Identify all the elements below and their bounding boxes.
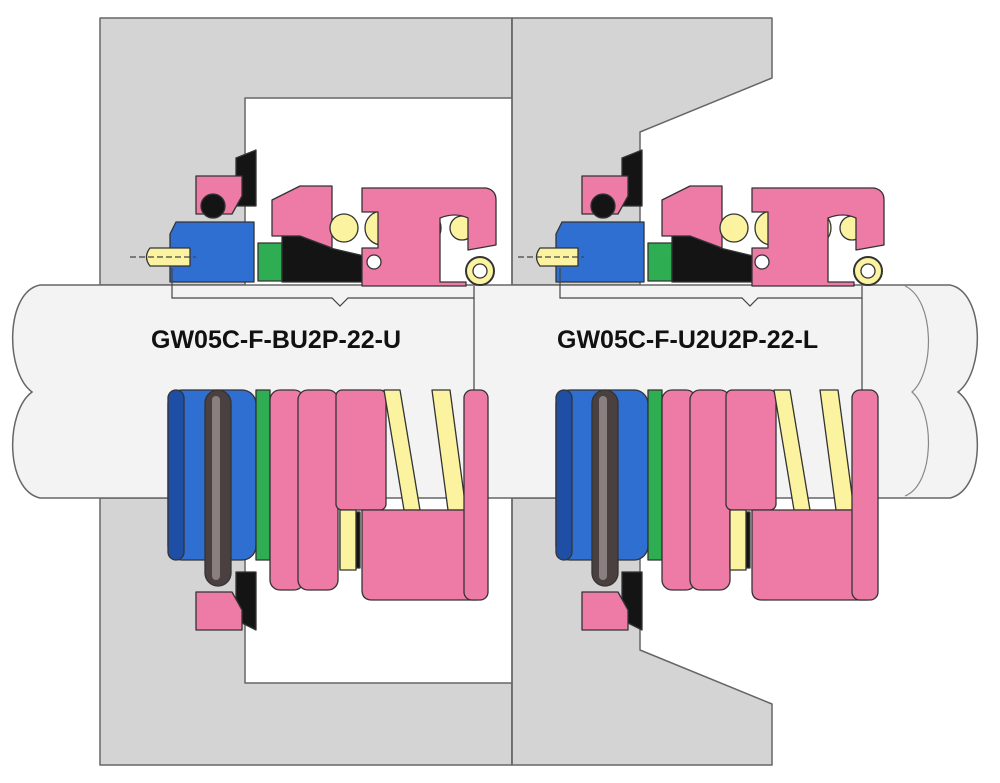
seal-label-right: GW05C-F-U2U2P-22-L bbox=[557, 326, 818, 354]
right-blue-sleeve-3d-edge bbox=[555, 389, 573, 561]
right-dark-o-ring-highlight bbox=[599, 396, 607, 580]
left-pink-end-3d bbox=[463, 389, 489, 601]
right-pink-seal-face bbox=[661, 185, 723, 249]
right-yellow-clip-3d bbox=[729, 509, 747, 571]
shaft-break-right bbox=[904, 285, 929, 497]
left-pink-collar-3d bbox=[335, 389, 387, 511]
left-dark-o-ring-highlight bbox=[212, 396, 220, 580]
right-green-ring-3d bbox=[647, 389, 663, 561]
left-blue-sleeve-3d-edge bbox=[167, 389, 185, 561]
left-seal-top-section bbox=[145, 149, 497, 287]
right-black-o-ring bbox=[590, 193, 616, 219]
left-spring-coil bbox=[329, 213, 359, 243]
left-green-ring bbox=[257, 242, 283, 282]
left-pink-seal-face bbox=[271, 185, 333, 249]
right-seal-bottom-view bbox=[555, 389, 879, 631]
leader-lines bbox=[130, 256, 863, 392]
seal-label-left: GW05C-F-BU2P-22-U bbox=[151, 326, 401, 354]
left-drive-ring-inner bbox=[472, 263, 488, 279]
right-green-ring bbox=[647, 242, 673, 282]
left-black-o-ring bbox=[200, 193, 226, 219]
left-pink-face-3d-ring bbox=[297, 389, 339, 591]
right-pink-end-3d bbox=[851, 389, 879, 601]
left-blue-sleeve bbox=[169, 221, 255, 283]
right-seal-top-section bbox=[535, 149, 885, 287]
right-pink-collar-3d bbox=[725, 389, 777, 511]
right-pink-collar bbox=[751, 187, 885, 287]
right-spring-coil bbox=[719, 213, 749, 243]
left-yellow-clip-3d bbox=[339, 509, 357, 571]
left-small-ball bbox=[366, 254, 382, 270]
right-bottom-pink-gasket bbox=[581, 591, 629, 631]
left-bottom-pink-gasket bbox=[195, 591, 243, 631]
right-blue-sleeve bbox=[555, 221, 645, 283]
right-drive-ring-inner bbox=[860, 263, 876, 279]
left-seal-bottom-view bbox=[167, 389, 489, 631]
left-pink-collar bbox=[361, 187, 497, 287]
left-green-ring-3d bbox=[255, 389, 271, 561]
right-pink-face-3d-ring bbox=[689, 389, 731, 591]
right-small-ball bbox=[754, 254, 770, 270]
